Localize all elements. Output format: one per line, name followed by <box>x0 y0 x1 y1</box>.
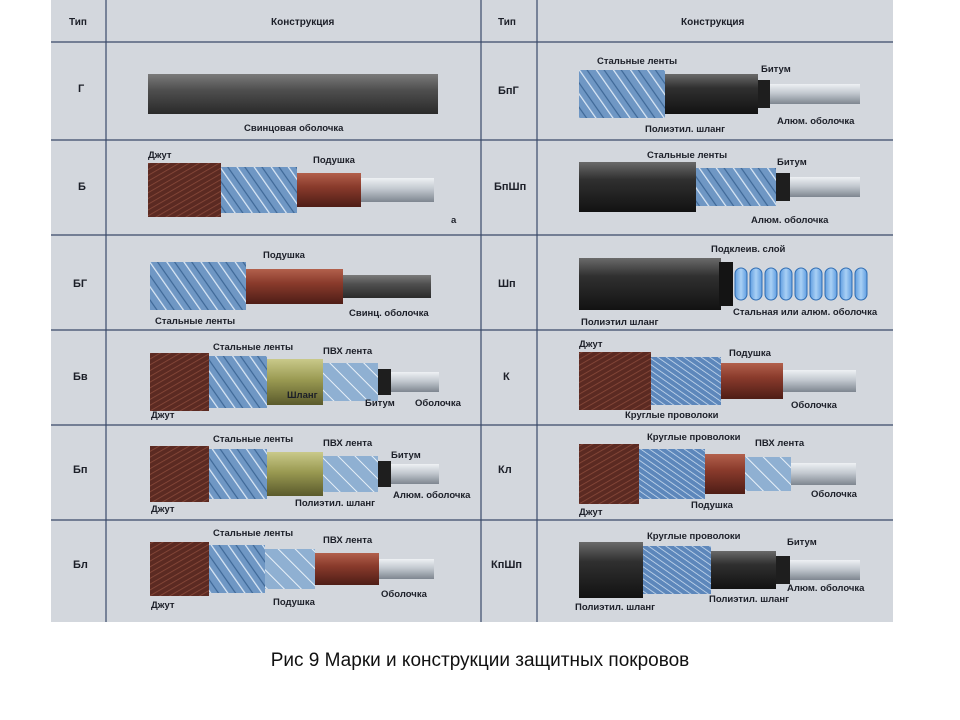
header-right-construction: Конструкция <box>681 17 745 28</box>
cable-bpg <box>579 70 860 118</box>
label-jute: Джут <box>151 600 175 611</box>
label-polyethylene-hose: Полиэтил. шланг <box>295 498 375 509</box>
type-label: Бл <box>73 559 88 571</box>
label-jute: Джут <box>148 150 172 161</box>
label-a: а <box>451 215 457 226</box>
label-steel-tapes: Стальные ленты <box>597 56 677 67</box>
corrugated-sheath <box>735 268 867 300</box>
header-left-construction: Конструкция <box>271 17 335 28</box>
label-jute: Джут <box>151 410 175 421</box>
label-alu-sheath: Алюм. оболочка <box>777 116 855 127</box>
figure-caption: Рис 9 Марки и конструкции защитных покро… <box>0 650 960 672</box>
label-jute: Джут <box>151 504 175 515</box>
label-jute: Джут <box>579 507 603 518</box>
label-jute: Джут <box>579 339 603 350</box>
label-steel-tapes: Стальные ленты <box>155 316 235 327</box>
label-cushion: Подушка <box>313 155 356 166</box>
label-steel-tapes: Стальные ленты <box>213 528 293 539</box>
label-lead-sheath: Свинцовая оболочка <box>244 123 344 134</box>
label-steel-tapes: Стальные ленты <box>647 150 727 161</box>
label-sheath: Оболочка <box>811 489 858 500</box>
cable-coverings-figure: Тип Конструкция Тип Конструкция Г Б БГ Б… <box>51 0 893 622</box>
label-polyethylene-hose: Полиэтил. шланг <box>709 594 789 605</box>
label-bitumen: Битум <box>761 64 791 75</box>
cable-diagram-table: Тип Конструкция Тип Конструкция Г Б БГ Б… <box>51 0 893 622</box>
label-pvc-tape: ПВХ лента <box>323 346 373 357</box>
label-alu-sheath: Алюм. оболочка <box>751 215 829 226</box>
label-pvc-tape: ПВХ лента <box>323 535 373 546</box>
label-sheath: Оболочка <box>415 398 462 409</box>
label-polyethylene-hose: Полиэтил. шланг <box>575 602 655 613</box>
label-bitumen: Битум <box>365 398 395 409</box>
label-hose: Шланг <box>287 390 318 401</box>
label-polyethylene-hose: Полиэтил. шланг <box>645 124 725 135</box>
label-sheath: Оболочка <box>381 589 428 600</box>
label-pvc-tape: ПВХ лента <box>755 438 805 449</box>
type-label: БГ <box>73 278 88 290</box>
type-label: КпШп <box>491 559 522 571</box>
label-bitumen: Битум <box>787 537 817 548</box>
cable-g <box>148 74 438 114</box>
type-label: БпШп <box>494 181 526 193</box>
label-steel-or-alu-sheath: Стальная или алюм. оболочка <box>733 307 878 318</box>
label-cushion: Подушка <box>263 250 306 261</box>
label-steel-tapes: Стальные ленты <box>213 434 293 445</box>
type-label: Бв <box>73 371 88 383</box>
label-alu-sheath: Алюм. оболочка <box>787 583 865 594</box>
type-label: Бп <box>73 464 88 476</box>
label-cushion: Подушка <box>273 597 316 608</box>
label-bitumen: Битум <box>391 450 421 461</box>
label-adhesive-layer: Подклеив. слой <box>711 244 786 255</box>
type-label: БпГ <box>498 85 520 97</box>
label-cushion: Подушка <box>729 348 772 359</box>
cable-bv <box>150 353 439 411</box>
label-bitumen: Битум <box>777 157 807 168</box>
label-round-wires: Круглые проволоки <box>625 410 719 421</box>
cable-b <box>148 163 434 217</box>
header-right-type: Тип <box>498 17 516 28</box>
label-sheath: Оболочка <box>791 400 838 411</box>
cable-bpshp <box>579 162 860 212</box>
type-label: Шп <box>498 278 516 290</box>
type-label: Г <box>78 83 85 95</box>
label-lead-sheath-short: Свинц. оболочка <box>349 308 429 319</box>
label-round-wires: Круглые проволоки <box>647 531 741 542</box>
type-label: Б <box>78 181 86 193</box>
label-polyethylene-hose: Полиэтил шланг <box>581 317 659 328</box>
type-label: К <box>503 371 510 383</box>
label-pvc-tape: ПВХ лента <box>323 438 373 449</box>
label-steel-tapes: Стальные ленты <box>213 342 293 353</box>
cable-shp <box>579 258 867 310</box>
label-round-wires: Круглые проволоки <box>647 432 741 443</box>
cable-bg <box>150 262 431 310</box>
label-alu-sheath: Алюм. оболочка <box>393 490 471 501</box>
header-left-type: Тип <box>69 17 87 28</box>
type-label: Кл <box>498 464 512 476</box>
cable-bl <box>150 542 434 596</box>
label-cushion: Подушка <box>691 500 734 511</box>
